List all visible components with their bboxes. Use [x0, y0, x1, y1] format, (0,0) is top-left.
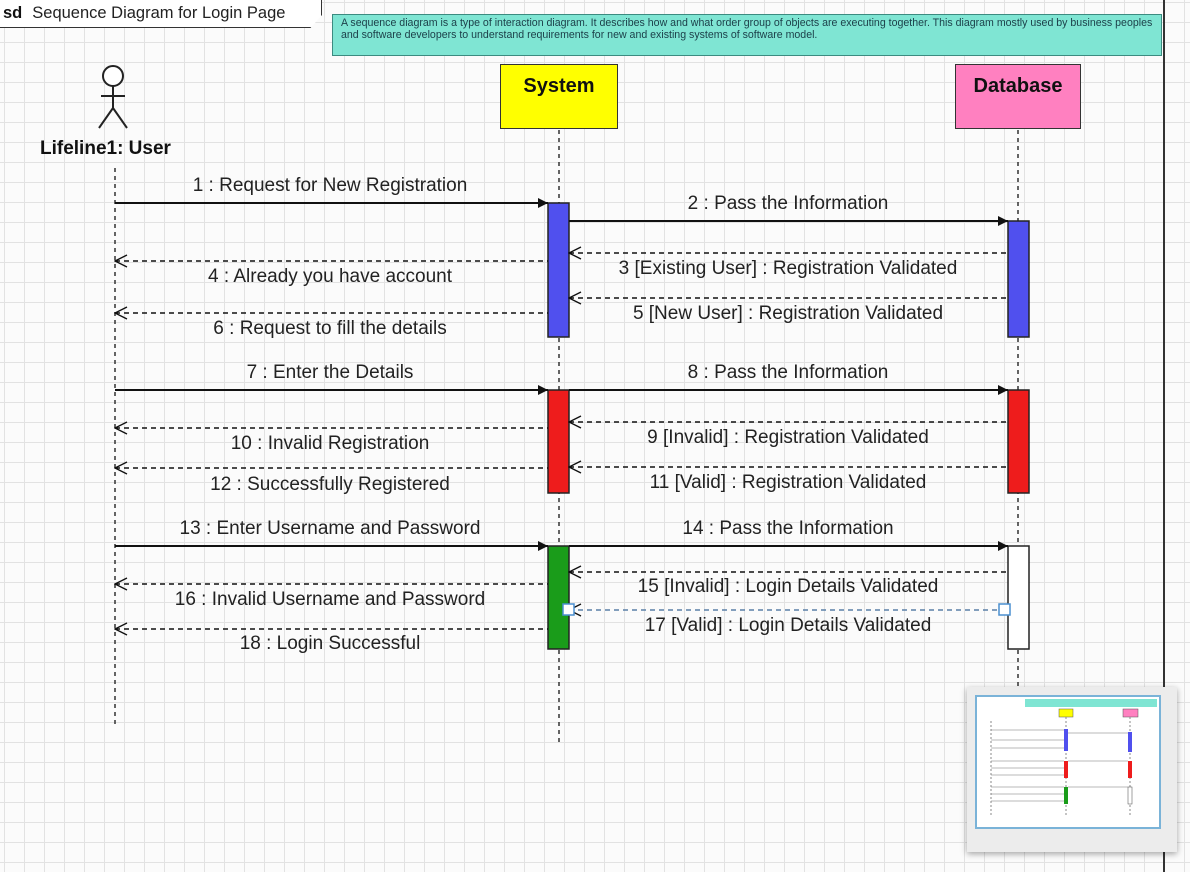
- message-label-10: 10 : Invalid Registration: [230, 433, 430, 454]
- selection-handle[interactable]: [562, 603, 575, 616]
- message-label-11: 11 [Valid] : Registration Validated: [649, 472, 927, 493]
- message-label-16: 16 : Invalid Username and Password: [174, 589, 486, 610]
- database-lifeline-label: Database: [973, 75, 1063, 97]
- database-activation-2[interactable]: [1007, 389, 1030, 494]
- database-activation-3[interactable]: [1007, 545, 1030, 650]
- message-label-18: 18 : Login Successful: [239, 633, 421, 654]
- minimap-preview: [990, 699, 1157, 817]
- message-label-13: 13 : Enter Username and Password: [179, 518, 481, 539]
- system-activation-1[interactable]: [547, 202, 570, 338]
- message-label-12: 12 : Successfully Registered: [210, 474, 450, 495]
- message-label-4: 4 : Already you have account: [208, 266, 452, 287]
- message-label-8: 8 : Pass the Information: [687, 362, 889, 383]
- diagram-minimap[interactable]: [967, 687, 1177, 852]
- minimap-viewport[interactable]: [975, 695, 1161, 829]
- user-actor-icon[interactable]: [98, 65, 128, 129]
- message-label-14: 14 : Pass the Information: [682, 518, 894, 539]
- message-label-7: 7 : Enter the Details: [246, 362, 414, 383]
- system-lifeline-label: System: [523, 75, 595, 97]
- message-label-6: 6 : Request to fill the details: [213, 318, 447, 339]
- database-lifeline-head[interactable]: Database: [955, 64, 1081, 129]
- diagram-frame-border: [1163, 0, 1165, 872]
- diagram-title-tab[interactable]: sd Sequence Diagram for Login Page: [0, 0, 322, 28]
- user-lifeline-label: Lifeline1: User: [40, 138, 171, 159]
- message-label-1: 1 : Request for New Registration: [192, 175, 468, 196]
- description-note[interactable]: A sequence diagram is a type of interact…: [332, 14, 1162, 56]
- diagram-title: Sequence Diagram for Login Page: [32, 3, 286, 22]
- system-activation-2[interactable]: [547, 389, 570, 494]
- message-label-2: 2 : Pass the Information: [687, 193, 889, 214]
- selection-handle[interactable]: [998, 603, 1011, 616]
- message-label-15: 15 [Invalid] : Login Details Validated: [637, 576, 939, 597]
- message-label-9: 9 [Invalid] : Registration Validated: [647, 427, 929, 448]
- message-label-17: 17 [Valid] : Login Details Validated: [644, 615, 932, 636]
- system-lifeline-head[interactable]: System: [500, 64, 618, 129]
- diagram-keyword: sd: [3, 3, 23, 22]
- message-label-5: 5 [New User] : Registration Validated: [632, 303, 944, 324]
- database-activation-1[interactable]: [1007, 220, 1030, 338]
- system-activation-3[interactable]: [547, 545, 570, 650]
- message-label-3: 3 [Existing User] : Registration Validat…: [618, 258, 958, 279]
